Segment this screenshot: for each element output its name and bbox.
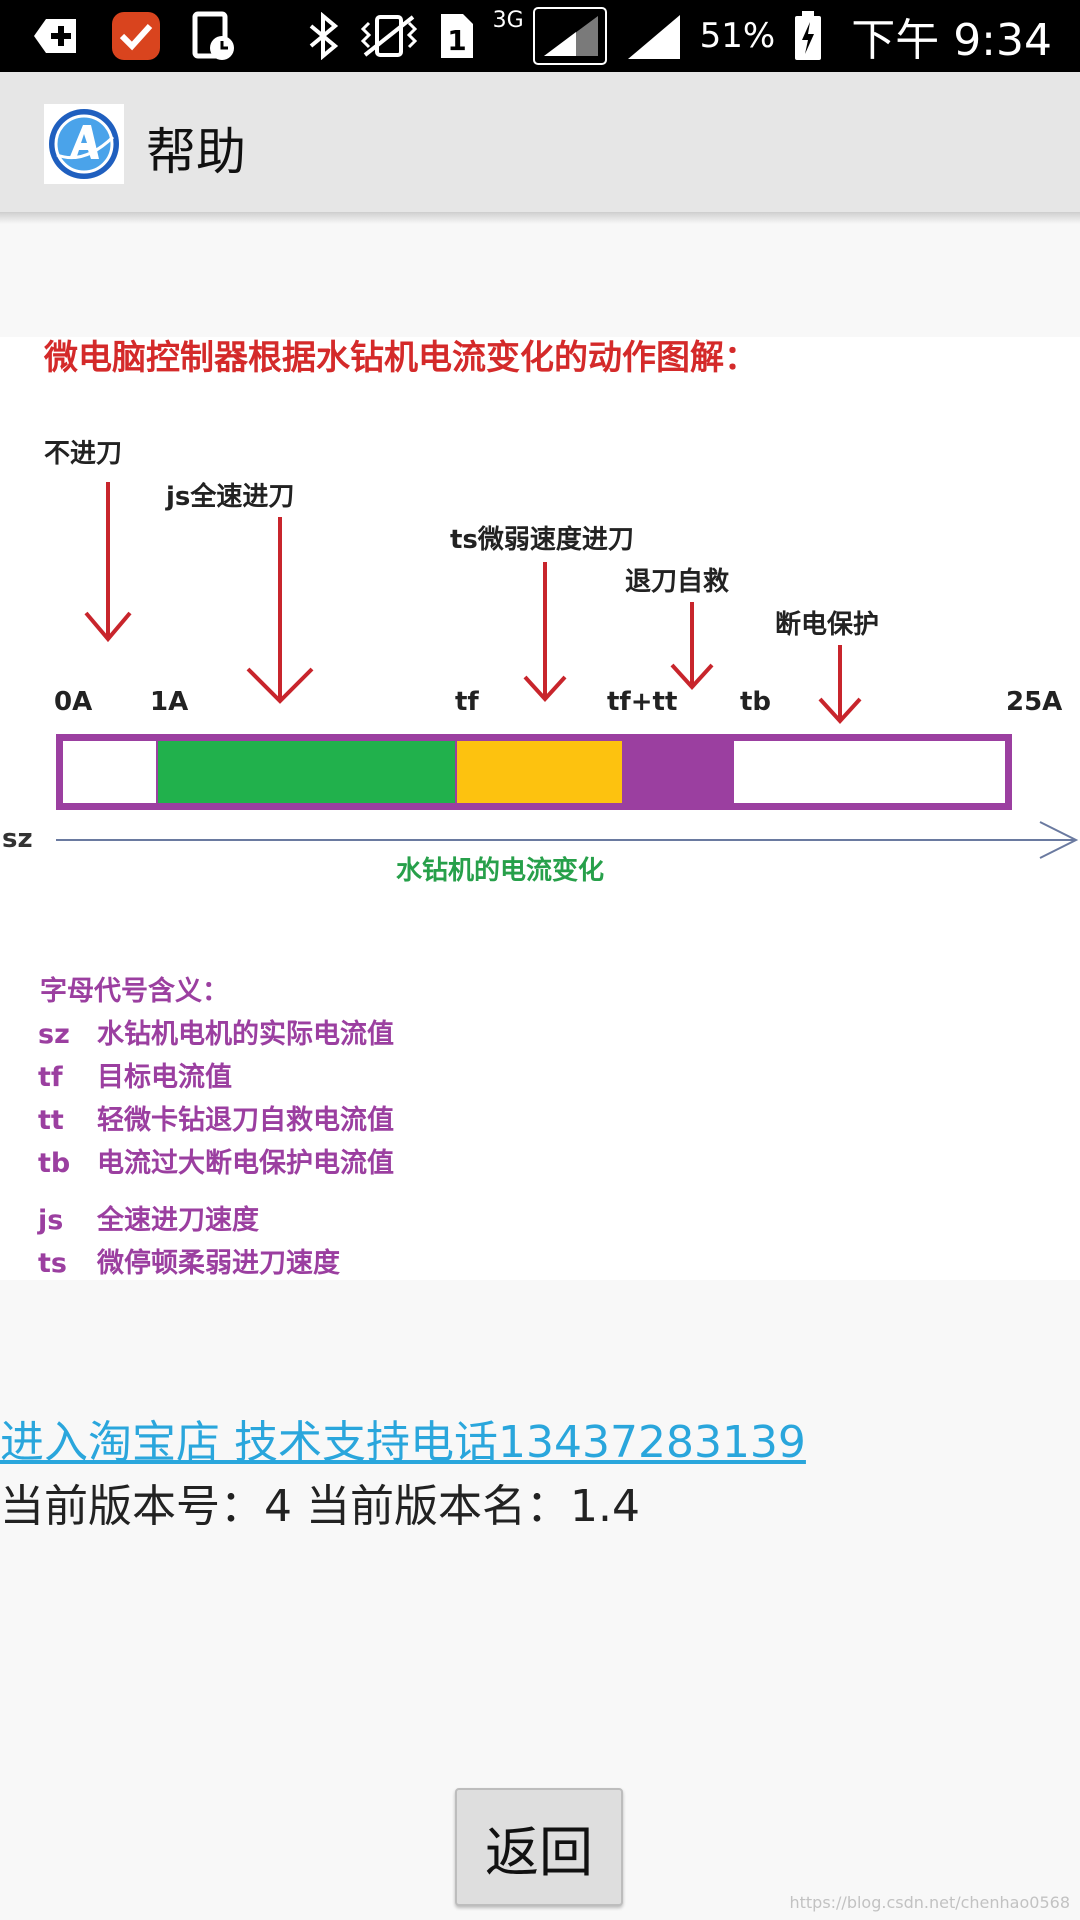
legend-code: js — [37, 1205, 63, 1236]
label-no-feed: 不进刀 — [44, 439, 122, 469]
label-retract: 退刀自救 — [625, 566, 729, 597]
legend-meaning: 全速进刀速度 — [96, 1204, 259, 1236]
scale-tb: tb — [740, 687, 771, 717]
network-type: 3G — [492, 7, 524, 33]
clock: 下午 9:34 — [851, 15, 1052, 66]
app-logo-icon — [44, 104, 124, 184]
action-bar-shadow — [0, 212, 1080, 224]
sim-1-icon: 1 — [440, 14, 473, 58]
page-title: 帮助 — [146, 123, 246, 181]
arrow-power-off — [818, 645, 862, 724]
arrow-retract — [670, 602, 714, 690]
axis-arrow — [56, 821, 1079, 859]
legend-code: tb — [38, 1148, 70, 1179]
signal-icon — [532, 7, 607, 65]
current-bar — [56, 734, 1012, 810]
legend-code: sz — [38, 1019, 70, 1050]
clipboard-clock-icon — [192, 11, 234, 60]
legend-code: ts — [38, 1248, 67, 1279]
vibrate-icon — [360, 15, 417, 57]
scale-25a: 25A — [1006, 687, 1062, 717]
legend-title: 字母代号含义： — [40, 975, 229, 1007]
scale-tf-tt: tf+tt — [607, 687, 677, 717]
battery-icon — [795, 11, 822, 60]
arrow-weak-speed — [523, 562, 567, 702]
version-info: 当前版本号：4 当前版本名：1.4 — [0, 1481, 640, 1532]
scale-1a: 1A — [150, 687, 188, 717]
legend-meaning: 微停顿柔弱进刀速度 — [96, 1247, 340, 1279]
legend-meaning: 水钻机电机的实际电流值 — [97, 1018, 394, 1050]
battery-percent: 51% — [699, 16, 776, 56]
scale-tf: tf — [455, 687, 479, 717]
action-bar — [0, 72, 1080, 213]
arrow-no-feed — [84, 482, 132, 643]
legend-code: tt — [38, 1105, 64, 1136]
bluetooth-icon — [309, 12, 338, 60]
axis-label: sz — [2, 824, 33, 854]
label-full-speed: js全速进刀 — [165, 481, 294, 512]
legend-code: tf — [38, 1062, 63, 1093]
label-weak-speed: ts微弱速度进刀 — [450, 524, 634, 555]
status-bar: 1 3G 51% 下午 9:34 — [0, 0, 1080, 72]
sim-slot: 1 — [447, 24, 466, 57]
signal-icon — [627, 15, 680, 59]
arrow-full-speed — [246, 517, 314, 704]
watermark: https://blog.csdn.net/chenhao0568 — [789, 1893, 1070, 1912]
label-power-off: 断电保护 — [775, 609, 879, 640]
add-box-icon — [34, 19, 76, 53]
taobao-store-link[interactable]: 进入淘宝店 技术支持电话13437283139 — [0, 1417, 806, 1468]
legend-meaning: 轻微卡钻退刀自救电流值 — [97, 1104, 394, 1136]
diagram-heading: 微电脑控制器根据水钻机电流变化的动作图解： — [43, 338, 758, 378]
legend-meaning: 电流过大断电保护电流值 — [97, 1148, 394, 1179]
help-diagram: 微电脑控制器根据水钻机电流变化的动作图解： 不进刀 js全速进刀 ts微弱速度进… — [0, 337, 1080, 1280]
back-button[interactable]: 返回 — [455, 1788, 623, 1906]
scale-0a: 0A — [54, 687, 92, 717]
axis-caption: 水钻机的电流变化 — [396, 855, 604, 886]
task-check-icon — [112, 12, 160, 60]
legend-meaning: 目标电流值 — [97, 1062, 232, 1093]
